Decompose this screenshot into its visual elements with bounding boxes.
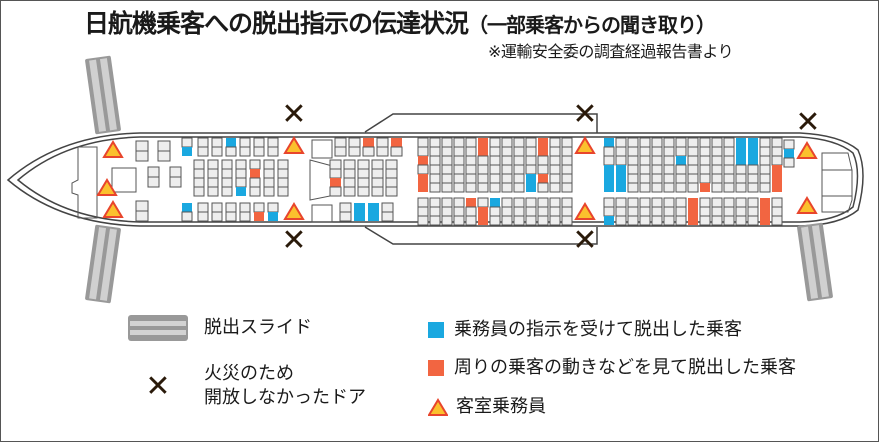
crew-triangle-icon xyxy=(796,141,818,159)
crew-triangle-icon xyxy=(574,202,596,220)
crew-triangle-icon xyxy=(574,136,596,154)
legend-instructed-label: 乗務員の指示を受けて脱出した乗客 xyxy=(454,319,742,340)
crew-triangle-icon xyxy=(102,200,124,218)
slides xyxy=(85,55,833,304)
crew-triangle-icon xyxy=(102,140,124,158)
closed-doors: ✕ ✕ ✕ ✕ ✕ xyxy=(281,97,820,258)
page-title: 日航機乗客への脱出指示の伝達状況（一部乗客からの聞き取り） xyxy=(84,4,716,40)
legend-slide: 脱出スライド xyxy=(128,315,312,341)
x-mark-icon: ✕ xyxy=(572,97,597,132)
source-note: ※運輸安全委の調査経過報告書より xyxy=(488,42,734,61)
title-main: 日航機乗客への脱出指示の伝達状況 xyxy=(84,9,469,38)
x-mark-icon: ✕ xyxy=(281,223,306,258)
cabin-crew-markers xyxy=(96,136,818,220)
crew-triangle-icon xyxy=(428,398,448,416)
crew-triangle-icon xyxy=(96,178,118,196)
legend-crew: 客室乗務員 xyxy=(428,395,546,419)
slide-icon-front-right xyxy=(85,224,121,304)
blue-square-icon xyxy=(428,322,444,338)
legend-closed-door-line1: 火災のため xyxy=(204,363,294,384)
crew-triangle-icon xyxy=(796,196,818,214)
legend-self-label: 周りの乗客の動きなどを見て脱出した乗客 xyxy=(454,357,796,378)
legend-closed-door: ✕ 火災のため 開放しなかったドア xyxy=(128,362,366,410)
title-subtitle: （一部乗客からの聞き取り） xyxy=(468,13,716,37)
legend-crew-label: 客室乗務員 xyxy=(456,396,546,417)
x-mark-icon: ✕ xyxy=(795,105,820,140)
legend-self: 周りの乗客の動きなどを見て脱出した乗客 xyxy=(428,356,796,380)
slide-icon-rear-right xyxy=(797,222,833,302)
x-mark-icon: ✕ xyxy=(145,368,171,404)
crew-triangle-icon xyxy=(283,136,305,154)
x-mark-icon: ✕ xyxy=(281,97,306,132)
legend-instructed: 乗務員の指示を受けて脱出した乗客 xyxy=(428,318,742,342)
x-mark-icon: ✕ xyxy=(572,223,597,258)
slide-icon-front-left xyxy=(85,55,121,135)
slide-legend-icon xyxy=(128,315,188,341)
orange-square-icon xyxy=(428,360,444,376)
legend-closed-door-line2: 開放しなかったドア xyxy=(204,387,366,408)
legend-slide-label: 脱出スライド xyxy=(204,317,312,338)
crew-triangle-icon xyxy=(283,202,305,220)
seat-grid xyxy=(135,137,795,226)
